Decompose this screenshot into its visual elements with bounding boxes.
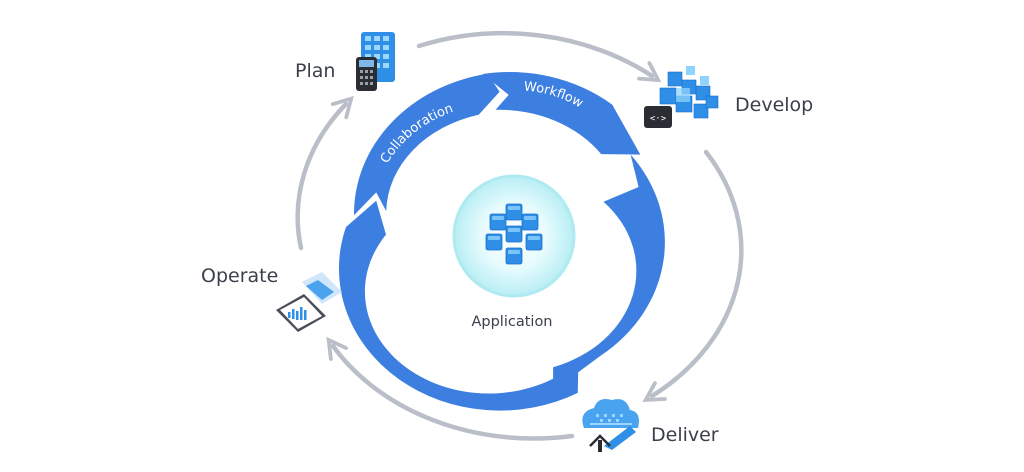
- arrow-operate-to-plan: [295, 104, 346, 251]
- code-cubes-icon: <·>: [644, 66, 719, 128]
- arrow-develop-to-deliver: [652, 149, 744, 396]
- stage-label-plan: Plan: [295, 60, 335, 82]
- cloud-upload-icon: [582, 399, 639, 452]
- process-ring: [338, 72, 665, 411]
- svg-text:Continuous Improvement: Continuous Improvement: [373, 292, 499, 390]
- arrow-deliver-to-operate: [333, 346, 575, 441]
- outer-cycle-arrows: [295, 30, 744, 441]
- stage-label-operate: Operate: [201, 265, 278, 287]
- stage-deliver: Deliver: [582, 399, 719, 452]
- ring-segment-workflow: [482, 72, 641, 155]
- center-label: Application: [471, 314, 552, 330]
- ring-segment-collaboration: [353, 73, 500, 216]
- monitor-chart-icon: [276, 272, 342, 332]
- ring-segment-security: [553, 154, 665, 391]
- stage-plan: Plan: [295, 32, 395, 91]
- center-application: Application: [452, 174, 576, 330]
- cube-cluster-icon: [485, 203, 543, 265]
- stage-operate: Operate: [201, 265, 342, 332]
- stage-label-deliver: Deliver: [651, 424, 719, 446]
- stage-develop: <·> Develop: [644, 66, 813, 128]
- stage-label-develop: Develop: [735, 94, 813, 116]
- ring-label-continuous-improvement: Continuous Improvement: [373, 292, 499, 390]
- ring-segment-continuous: [338, 200, 579, 411]
- calculator-building-icon: [356, 32, 395, 91]
- arrow-plan-to-develop: [416, 30, 652, 76]
- svg-text:<·>: <·>: [650, 114, 667, 124]
